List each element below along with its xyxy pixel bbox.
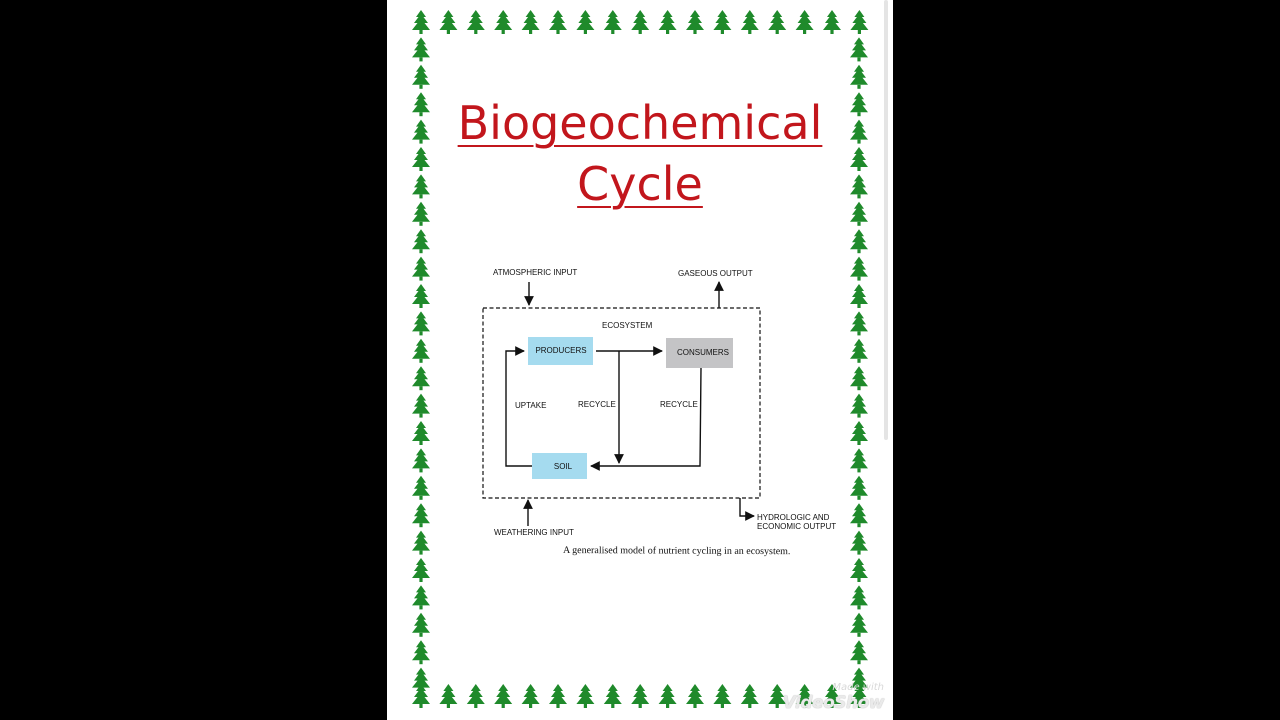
consumers-recycle-arrow	[590, 367, 702, 471]
diagram-caption: A generalised model of nutrient cycling …	[563, 545, 790, 557]
consumers-box	[666, 338, 733, 368]
hydrologic-output-label-1: HYDROLOGIC AND	[757, 513, 830, 522]
recycle-label-2: RECYCLE	[660, 400, 698, 409]
document-page	[387, 0, 893, 720]
producers-label: PRODUCERS	[535, 346, 586, 355]
consumers-label: CONSUMERS	[677, 348, 729, 357]
videoshow-watermark: Made with VideoShow	[782, 682, 885, 714]
soil-box	[532, 453, 587, 479]
uptake-arrow	[505, 346, 532, 467]
atmospheric-input-label: ATMOSPHERIC INPUT	[493, 268, 577, 277]
vertical-scrollbar[interactable]	[884, 0, 888, 440]
hydrologic-output-label-2: ECONOMIC OUTPUT	[757, 522, 836, 531]
page-title-line-1: Biogeochemical	[457, 96, 823, 150]
watermark-logo-text: VideoShow	[782, 693, 885, 713]
ecosystem-label: ECOSYSTEM	[602, 321, 653, 330]
watermark-small-text: Made with	[832, 682, 884, 693]
soil-label: SOIL	[554, 462, 573, 471]
page-title-line-2: Cycle	[577, 157, 703, 211]
producers-box	[528, 337, 593, 365]
uptake-label: UPTAKE	[515, 401, 546, 410]
recycle-label-1: RECYCLE	[578, 400, 616, 409]
hydrologic-output-arrow	[739, 498, 755, 521]
gaseous-output-label: GASEOUS OUTPUT	[678, 269, 753, 278]
weathering-input-label: WEATHERING INPUT	[494, 528, 574, 537]
ecosystem-boundary	[482, 307, 761, 499]
